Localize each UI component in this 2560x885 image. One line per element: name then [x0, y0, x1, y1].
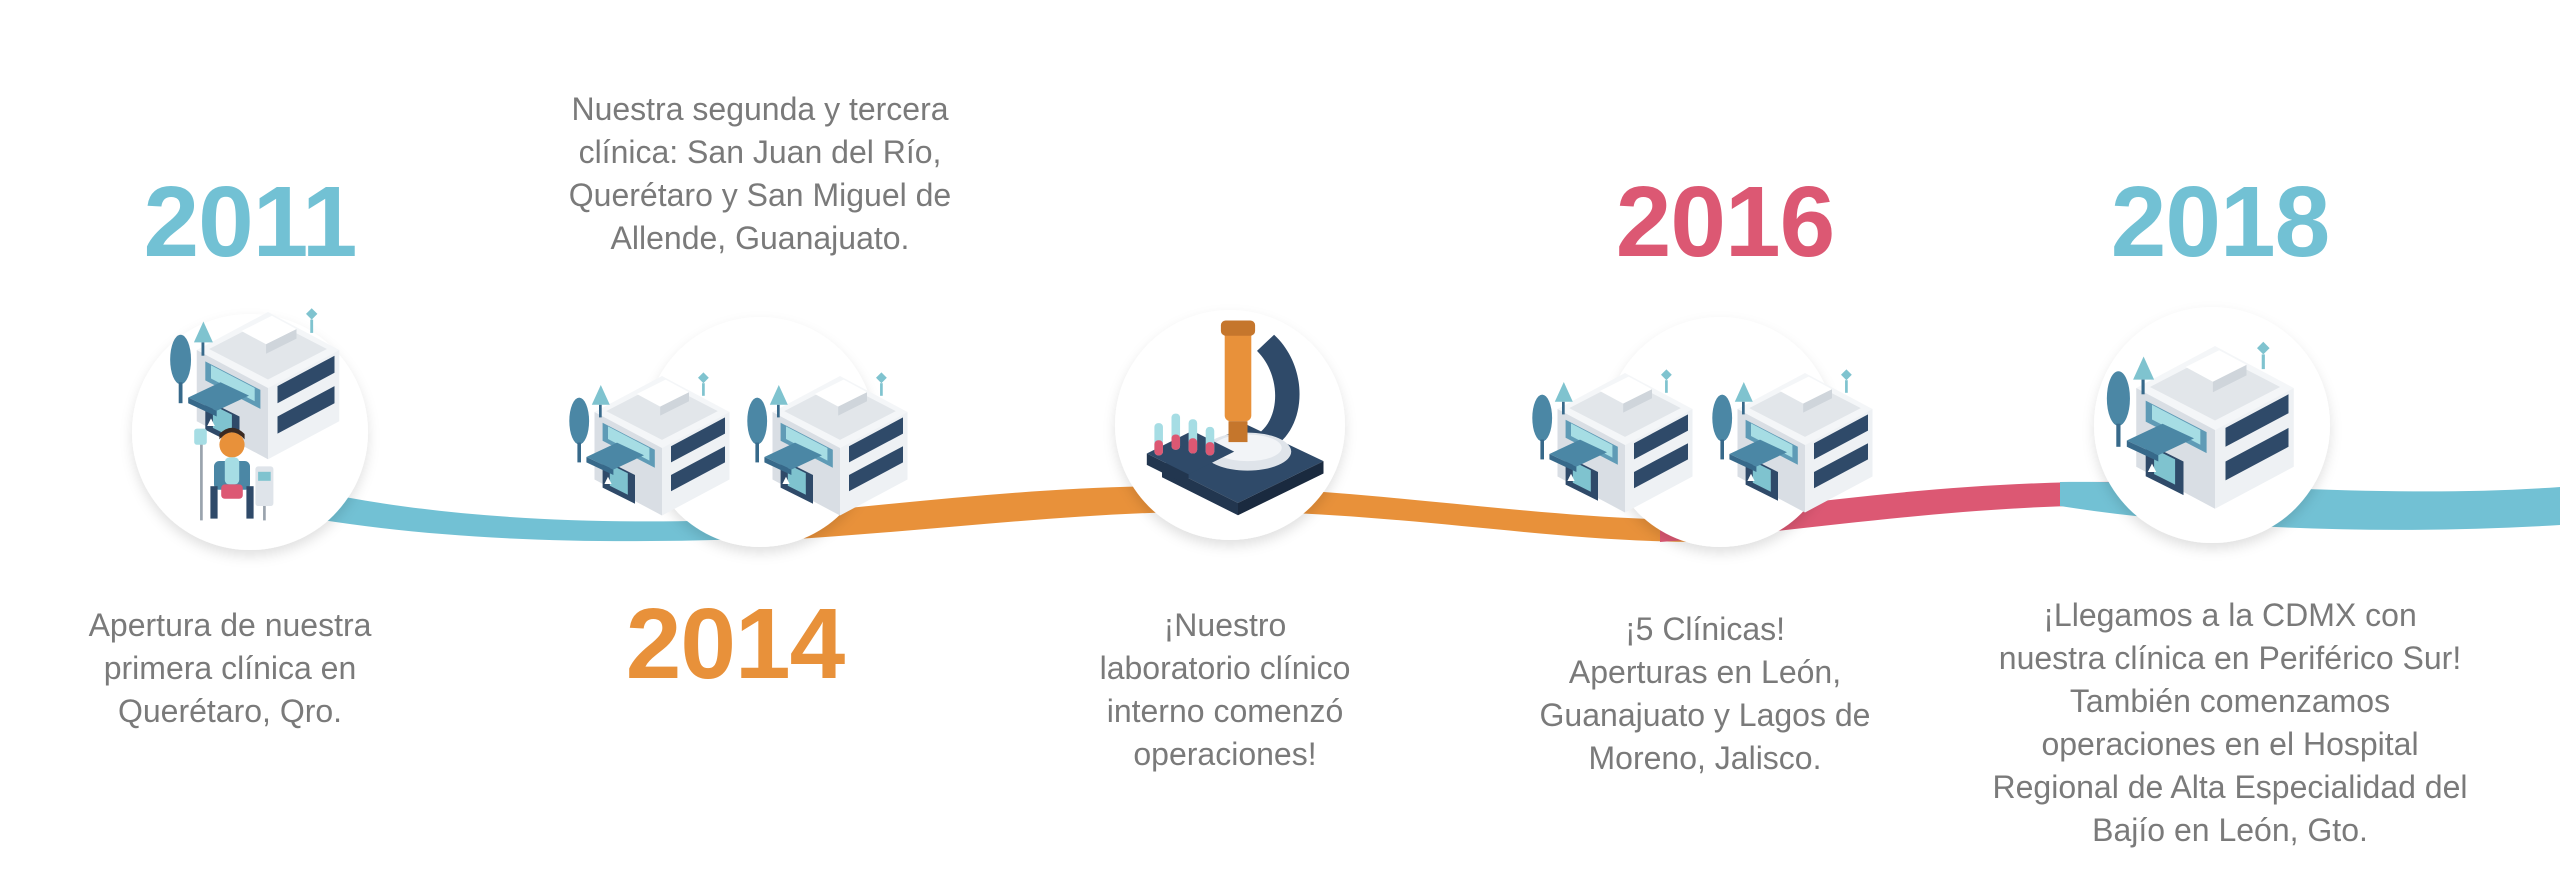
milestone-laboratory-illustration	[1115, 310, 1345, 540]
milestone-2016-illustration	[1530, 317, 1874, 547]
milestone-2014-description: Nuestra segunda y tercera clínica: San J…	[568, 91, 952, 256]
year-2014: 2014	[625, 588, 845, 700]
year-2018: 2018	[2110, 166, 2330, 278]
milestone-laboratory-description: ¡Nuestro laboratorio clínico interno com…	[1099, 607, 1351, 772]
year-2011: 2011	[143, 166, 358, 278]
milestone-2018-illustration	[2094, 307, 2330, 543]
milestone-2011-illustration	[132, 306, 368, 550]
milestone-2018-description: ¡Llegamos a la CDMX con nuestra clínica …	[1992, 597, 2468, 848]
year-2016: 2016	[1615, 166, 1835, 278]
milestone-2016-description: ¡5 Clínicas! Aperturas en León, Guanajua…	[1539, 611, 1871, 776]
milestone-2014-illustration	[567, 317, 909, 547]
milestone-2011-description: Apertura de nuestra primera clínica en Q…	[88, 607, 372, 729]
